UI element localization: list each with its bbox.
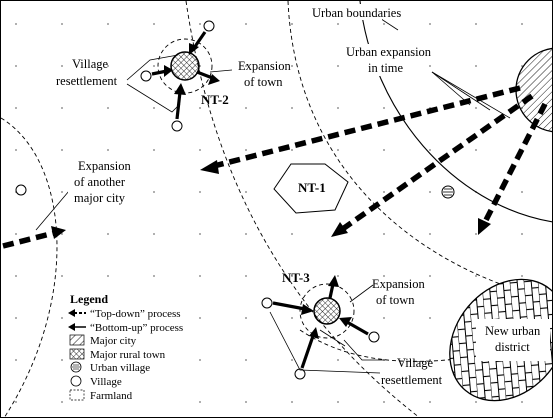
top-down-arrow-to-nt2-area: [213, 85, 521, 169]
urban-boundary-arc: [359, 1, 552, 223]
village-icon: [171, 120, 183, 132]
village-icon: [203, 20, 215, 32]
urban-expansion-label-line1: Urban expansion: [346, 45, 432, 59]
nt2-cluster: [126, 20, 233, 132]
legend-item-farmland: Farmland: [69, 389, 133, 402]
legend-label: “Bottom-up” process: [90, 322, 183, 334]
village-icon: [368, 331, 380, 343]
expansion-another-city-line1: Expansion: [78, 159, 132, 173]
top-down-arrow-to-district: [482, 102, 548, 224]
legend-label: Major city: [90, 335, 137, 347]
urban-village-icon: [441, 185, 455, 199]
expansion-another-city-line2: of another: [74, 175, 126, 189]
village-resettlement-label-top-line1: Village: [72, 57, 108, 71]
village-icon: [261, 297, 273, 309]
nt2-rural-town: [170, 51, 200, 81]
legend-item-major-rural-town: Major rural town: [69, 348, 166, 361]
top-down-arrows: [2, 85, 548, 249]
village-resettlement-label-top-line2: resettlement: [56, 74, 118, 88]
expansion-of-town-label-top-line2: of town: [244, 75, 283, 89]
village-icon: [294, 368, 306, 380]
legend-label: Major rural town: [90, 349, 166, 361]
legend-item-major-city: Major city: [69, 334, 137, 347]
nt3-label: NT-3: [282, 270, 310, 285]
legend-item-bottom-up: “Bottom-up” process: [68, 322, 183, 334]
village-icon: [140, 70, 152, 82]
new-urban-district-label-line2: district: [495, 340, 530, 354]
urban-boundaries-label: Urban boundaries: [312, 6, 401, 20]
top-down-arrow-to-nt1-area: [342, 93, 534, 231]
urban-expansion-label-line2: in time: [368, 61, 404, 75]
expansion-another-city-line3: major city: [74, 191, 126, 205]
village-resettlement-label-bottom-line1: Village: [397, 356, 433, 370]
nt3-expansion-ring: [299, 283, 355, 339]
nt2-label: NT-2: [201, 92, 229, 107]
top-down-arrowheads: [51, 160, 491, 239]
legend-label: Village: [90, 376, 122, 388]
nt3-cluster: [261, 275, 385, 380]
urban-expansion-arc-outer: [185, 1, 420, 417]
village-resettlement-label-bottom-line2: resettlement: [381, 373, 443, 387]
top-down-arrow-another-city: [2, 230, 55, 249]
legend-label: Urban village: [90, 362, 150, 374]
legend-label: Farmland: [90, 390, 133, 402]
expansion-of-town-label-bottom-line1: Expansion: [372, 277, 426, 291]
legend-item-top-down: “Top-down” process: [68, 308, 181, 320]
legend-title: Legend: [70, 292, 108, 306]
legend: Legend “Top-down” process “Bottom-up” pr…: [64, 289, 196, 413]
legend-label: “Top-down” process: [90, 308, 181, 320]
nt1-label: NT-1: [298, 180, 326, 195]
new-urban-district-label-box: [476, 319, 550, 361]
expansion-of-town-label-bottom-line2: of town: [376, 293, 415, 307]
nt3-rural-town: [313, 297, 341, 325]
nt1-urban-village: [273, 163, 349, 214]
legend-item-village: Village: [70, 375, 122, 388]
new-urban-district-label-line1: New urban: [485, 324, 541, 338]
legend-item-urban-village: Urban village: [70, 361, 150, 374]
other-city-expansion-arc: [1, 117, 58, 417]
village-icon: [15, 184, 27, 196]
expansion-of-town-label-top-line1: Expansion: [238, 59, 292, 73]
